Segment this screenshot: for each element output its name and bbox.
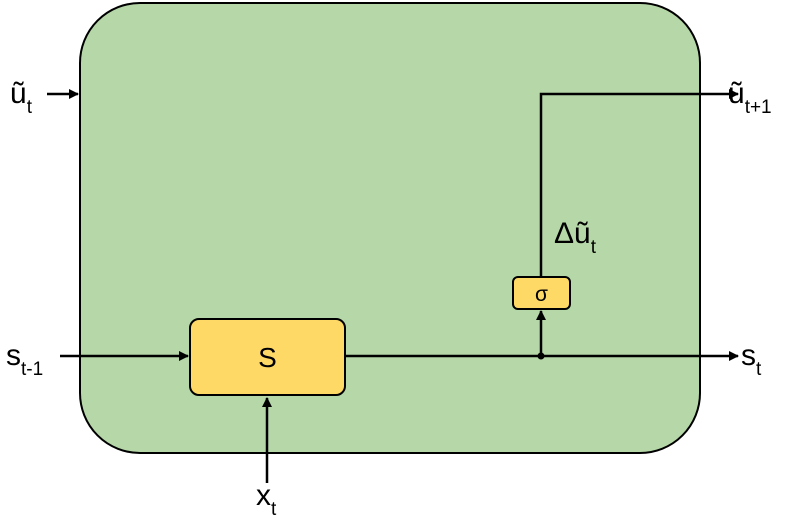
label-x-in: xt <box>256 479 277 520</box>
sigma-block-label: σ <box>535 283 548 306</box>
cell-container <box>79 2 701 454</box>
label-s-prev: st-1 <box>6 339 43 380</box>
label-u-tilde-in: ũt <box>10 77 33 118</box>
state-block <box>189 318 346 396</box>
label-delta-u: Δũt <box>554 217 597 258</box>
arrow-sigma-to-u-next <box>539 89 739 276</box>
label-s-out: st <box>741 339 762 380</box>
label-u-tilde-out: ũt+1 <box>728 77 772 118</box>
state-block-label: S <box>258 342 277 373</box>
sigma-block <box>512 276 571 310</box>
